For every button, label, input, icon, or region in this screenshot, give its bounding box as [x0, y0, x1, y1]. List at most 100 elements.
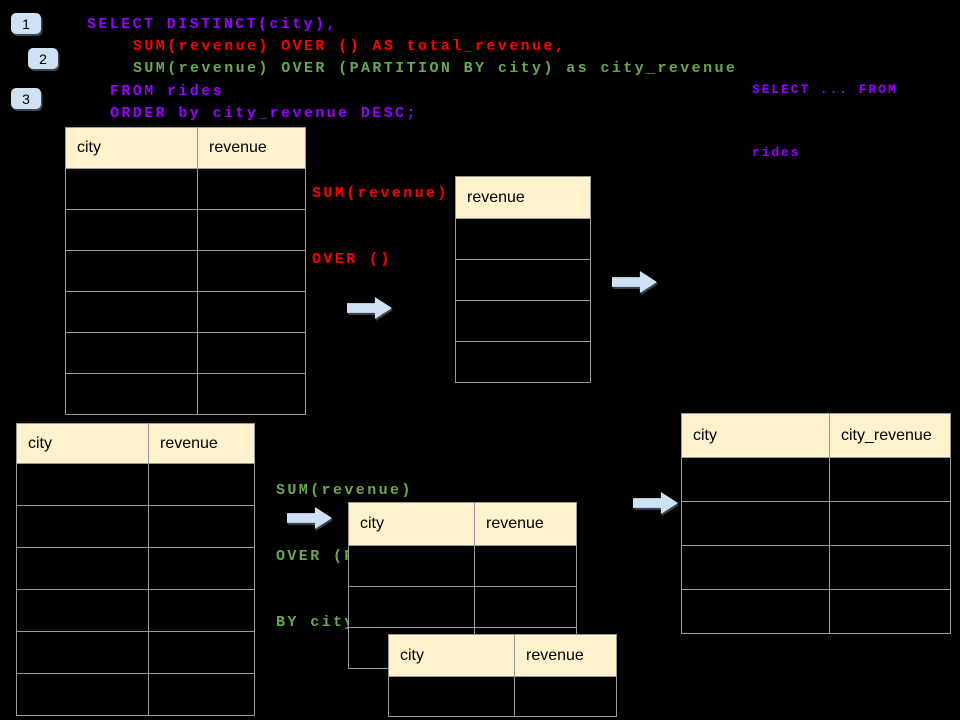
empty-cell	[148, 631, 255, 674]
empty-cell	[829, 457, 951, 502]
table-row	[65, 332, 306, 374]
empty-cell	[16, 547, 149, 590]
table-row	[16, 463, 255, 506]
step-badge-label: 3	[22, 90, 30, 107]
table-row	[65, 250, 306, 292]
column-header: revenue	[148, 423, 255, 464]
table-row	[681, 457, 951, 502]
table-row	[16, 547, 255, 590]
empty-cell	[681, 457, 830, 502]
side-note-line: rides	[752, 145, 801, 160]
column-header: city	[388, 634, 515, 677]
table-row	[16, 631, 255, 674]
empty-cell	[16, 673, 149, 716]
column-header: city_revenue	[829, 413, 951, 458]
column-header: revenue	[197, 127, 306, 169]
table-row	[348, 545, 577, 587]
table-row	[455, 218, 591, 260]
table-row	[16, 673, 255, 716]
side-note-line: SELECT ... FROM	[752, 82, 898, 97]
column-header: city	[16, 423, 149, 464]
annotation-total-revenue: SUM(revenue) OVER ()	[312, 139, 449, 315]
table-row	[65, 168, 306, 210]
empty-cell	[681, 589, 830, 634]
arrow-right-icon	[612, 271, 657, 293]
column-header: city	[681, 413, 830, 458]
table-row	[65, 291, 306, 333]
annotation-line: OVER ()	[312, 251, 392, 268]
empty-cell	[16, 505, 149, 548]
empty-cell	[197, 250, 306, 292]
table-row	[16, 505, 255, 548]
empty-cell	[148, 589, 255, 632]
empty-cell	[829, 545, 951, 590]
empty-cell	[16, 631, 149, 674]
empty-cell	[148, 547, 255, 590]
table-row	[65, 373, 306, 415]
column-header: revenue	[514, 634, 617, 677]
table-row	[681, 589, 951, 634]
table-row	[455, 300, 591, 342]
empty-cell	[65, 250, 198, 292]
empty-cell	[455, 259, 591, 301]
table-total-revenue-result: revenue	[455, 176, 591, 383]
arrow-right-icon	[287, 507, 332, 529]
sql-line-order-by: ORDER by city_revenue DESC;	[110, 105, 418, 122]
empty-cell	[474, 586, 577, 628]
empty-cell	[197, 291, 306, 333]
empty-cell	[16, 589, 149, 632]
table-row	[681, 545, 951, 590]
table-row	[388, 676, 617, 717]
empty-cell	[829, 501, 951, 546]
empty-cell	[197, 168, 306, 210]
empty-cell	[197, 332, 306, 374]
step-badge-3: 3	[11, 88, 41, 109]
table-row	[455, 341, 591, 383]
sql-line-select: SELECT DISTINCT(city),	[87, 16, 338, 33]
column-header: city	[65, 127, 198, 169]
empty-cell	[197, 373, 306, 415]
column-header: revenue	[474, 502, 577, 546]
table-row	[65, 209, 306, 251]
empty-cell	[65, 291, 198, 333]
sql-line-from: FROM rides	[110, 83, 225, 100]
empty-cell	[65, 168, 198, 210]
column-header: revenue	[455, 176, 591, 219]
table-row	[348, 586, 577, 628]
empty-cell	[65, 332, 198, 374]
arrow-right-icon	[347, 297, 392, 319]
empty-cell	[455, 341, 591, 383]
step-badge-2: 2	[28, 48, 58, 69]
annotation-line: SUM(revenue)	[312, 185, 449, 202]
empty-cell	[348, 586, 475, 628]
empty-cell	[388, 676, 515, 717]
header-row: revenue	[455, 176, 591, 219]
step-badge-label: 2	[39, 50, 47, 67]
empty-cell	[65, 373, 198, 415]
empty-cell	[514, 676, 617, 717]
column-header: city	[348, 502, 475, 546]
arrow-right-icon	[633, 492, 678, 514]
empty-cell	[455, 300, 591, 342]
empty-cell	[197, 209, 306, 251]
table-row	[681, 501, 951, 546]
annotation-line: SUM(revenue)	[276, 482, 413, 499]
sql-line-city-revenue: SUM(revenue) OVER (PARTITION BY city) as…	[133, 60, 738, 77]
step-badge-1: 1	[11, 13, 41, 34]
empty-cell	[148, 505, 255, 548]
empty-cell	[681, 545, 830, 590]
